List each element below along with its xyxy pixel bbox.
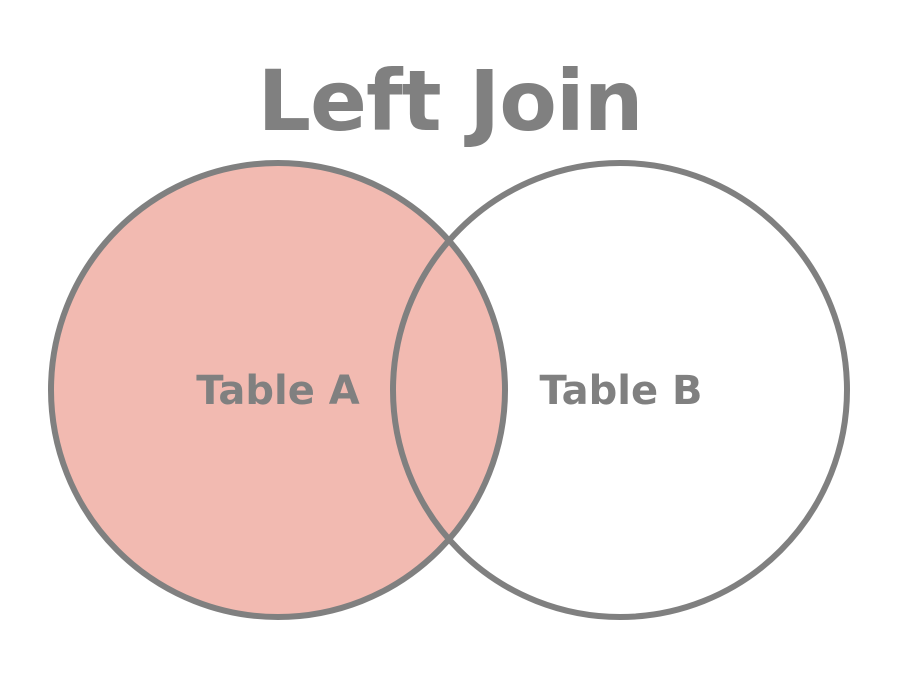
- table-a-circle: [48, 160, 508, 620]
- table-a-label: Table A: [196, 368, 360, 414]
- diagram-title: Left Join: [258, 52, 643, 150]
- table-b-circle: [390, 160, 850, 620]
- table-b-label: Table B: [539, 368, 702, 414]
